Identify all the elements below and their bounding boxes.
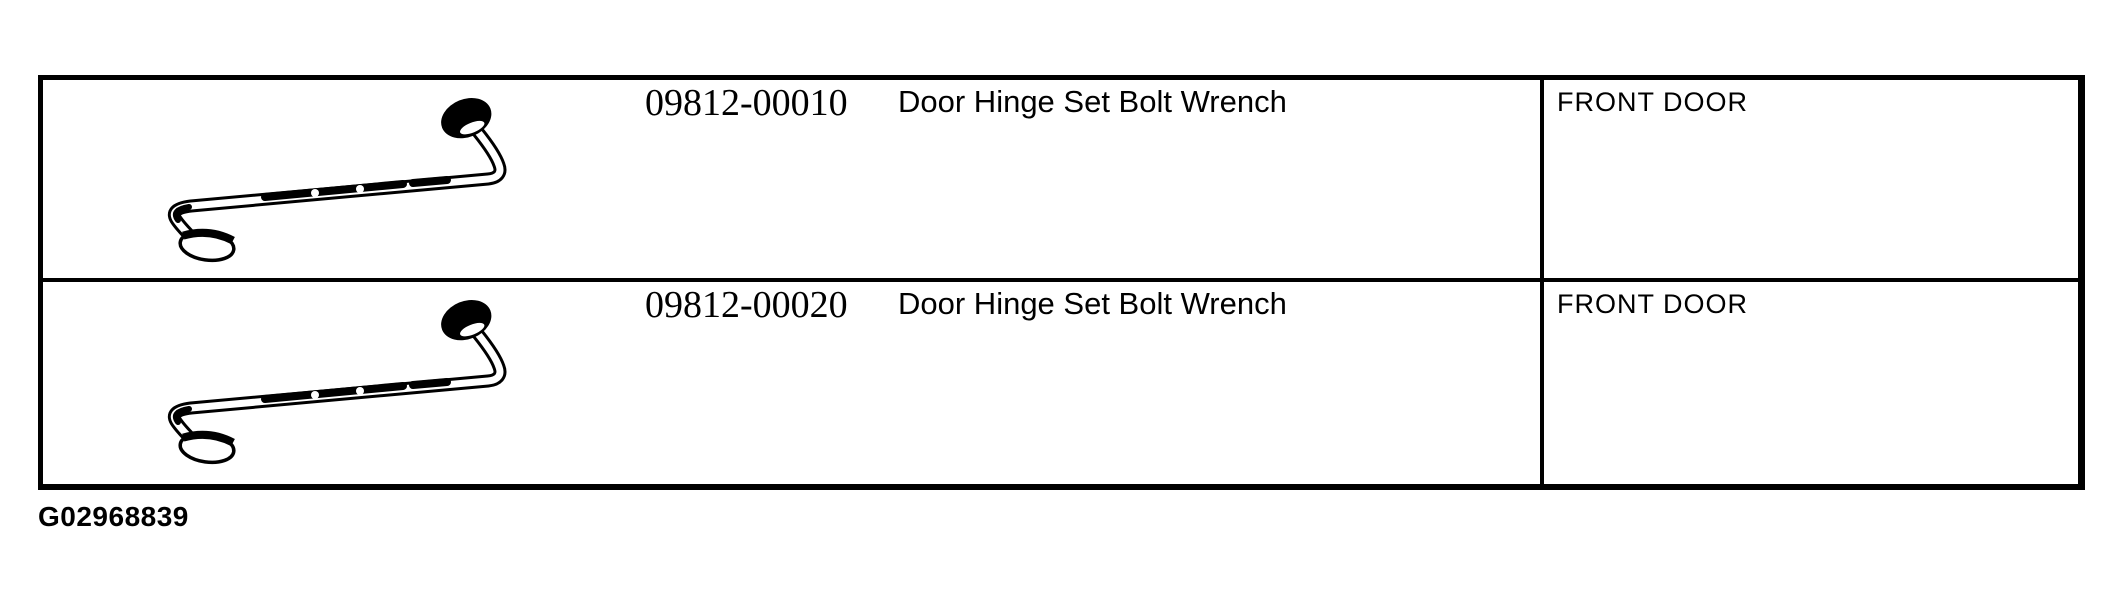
tool-cell: 09812-00020 Door Hinge Set Bolt Wrench (43, 282, 1540, 484)
wrench-illustration-icon (167, 98, 507, 263)
figure-caption: G02968839 (38, 501, 189, 532)
table-row: 09812-00010 Door Hinge Set Bolt Wrench F… (43, 80, 2078, 282)
special-tools-table: 09812-00010 Door Hinge Set Bolt Wrench F… (38, 75, 2085, 490)
tool-name: Door Hinge Set Bolt Wrench (898, 84, 1287, 119)
part-number: 09812-00010 (645, 82, 848, 124)
application-cell: FRONT DOOR (1540, 282, 2078, 484)
tool-cell: 09812-00010 Door Hinge Set Bolt Wrench (43, 80, 1540, 278)
application-label: FRONT DOOR (1557, 87, 1748, 117)
application-label: FRONT DOOR (1557, 289, 1748, 319)
application-cell: FRONT DOOR (1540, 80, 2078, 278)
wrench-illustration-icon (167, 300, 507, 465)
tool-name: Door Hinge Set Bolt Wrench (898, 286, 1287, 321)
part-number: 09812-00020 (645, 284, 848, 326)
table-row: 09812-00020 Door Hinge Set Bolt Wrench F… (43, 282, 2078, 484)
